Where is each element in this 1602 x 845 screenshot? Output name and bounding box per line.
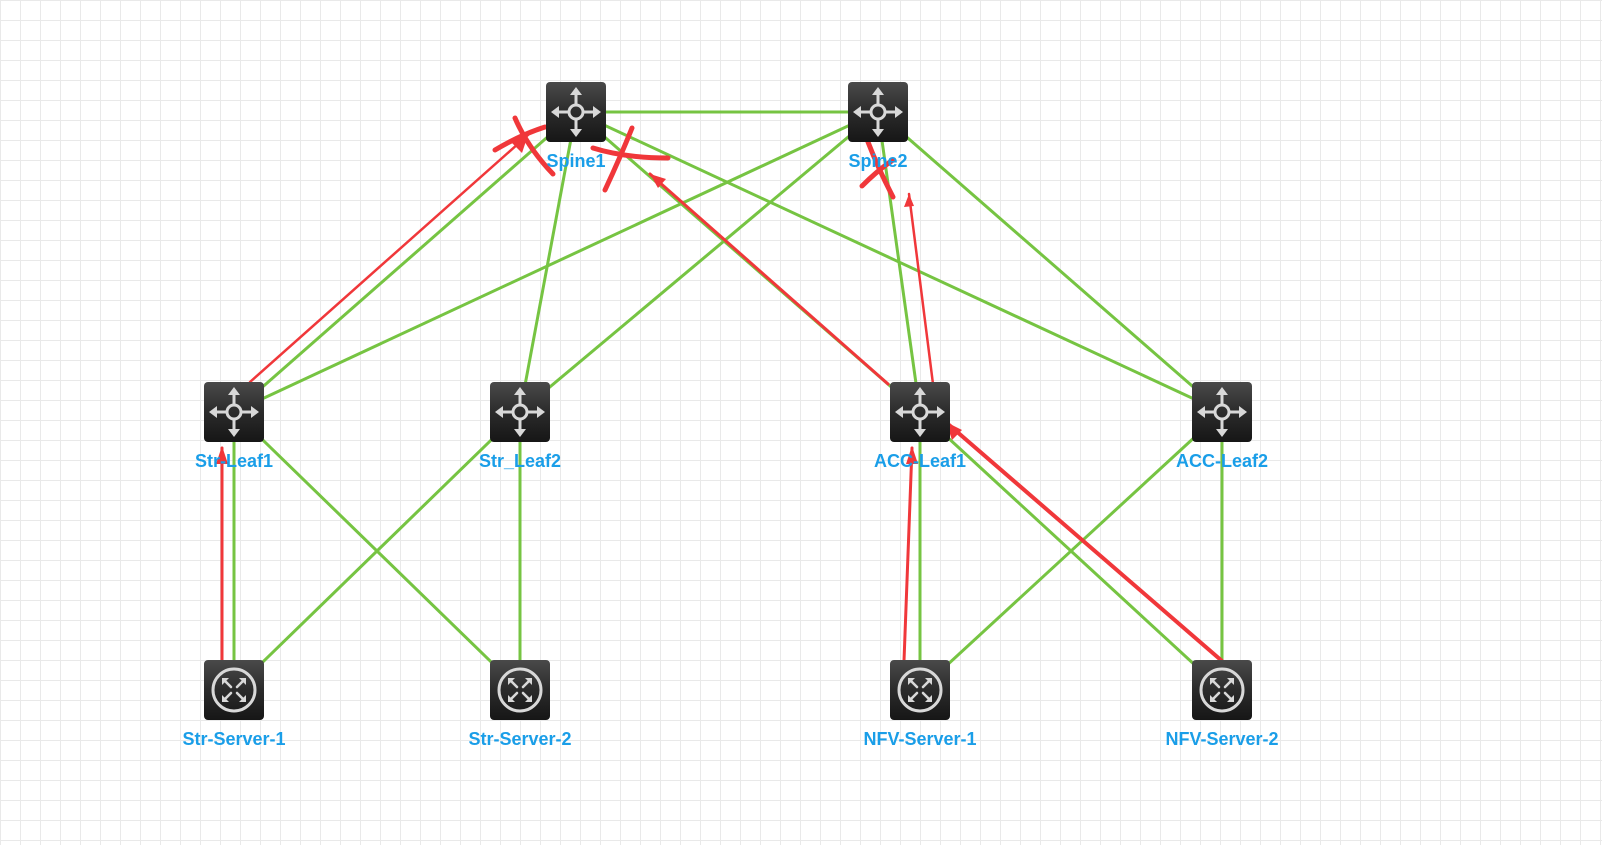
link-str_leaf2-str_server1 bbox=[232, 410, 522, 692]
traffic-arrow bbox=[248, 133, 530, 384]
arrowhead bbox=[906, 446, 918, 464]
failure-x-mark bbox=[602, 125, 635, 193]
arrowhead bbox=[904, 194, 914, 207]
switch-router-icon bbox=[890, 382, 950, 442]
arrowhead bbox=[216, 446, 228, 464]
node-str_leaf2[interactable]: Str_Leaf2 bbox=[479, 382, 561, 471]
switch-router-icon bbox=[1192, 382, 1252, 442]
node-nfv_server1[interactable]: NFV-Server-1 bbox=[863, 660, 977, 749]
traffic-arrow bbox=[648, 172, 890, 386]
node-spine1[interactable]: Spine1 bbox=[546, 82, 606, 171]
server-switch-icon bbox=[204, 660, 264, 720]
node-acc_leaf2[interactable]: ACC-Leaf2 bbox=[1176, 382, 1268, 471]
node-acc_leaf1[interactable]: ACC-Leaf1 bbox=[874, 382, 966, 471]
link-spine1-str_leaf2 bbox=[518, 111, 578, 413]
node-label: Spine1 bbox=[546, 151, 605, 171]
link-spine1-str_leaf1 bbox=[233, 110, 577, 414]
traffic-arrow bbox=[902, 446, 914, 663]
traffic-arrow bbox=[946, 422, 1224, 663]
failure-x-mark bbox=[590, 145, 671, 161]
link-acc_leaf2-nfv_server1 bbox=[918, 410, 1224, 692]
annotation-layer bbox=[216, 115, 1224, 663]
links-layer bbox=[232, 110, 1224, 692]
node-label: NFV-Server-2 bbox=[1165, 729, 1278, 749]
link-spine2-str_leaf1 bbox=[233, 110, 879, 414]
node-str_server1[interactable]: Str-Server-1 bbox=[182, 660, 286, 749]
node-label: Str-Server-2 bbox=[468, 729, 571, 749]
failure-x-mark bbox=[859, 157, 896, 189]
node-nfv_server2[interactable]: NFV-Server-2 bbox=[1165, 660, 1279, 749]
node-label: Str_Leaf2 bbox=[479, 451, 561, 471]
switch-router-icon bbox=[490, 382, 550, 442]
node-spine2[interactable]: Spine2 bbox=[848, 82, 908, 171]
node-label: Str-Leaf1 bbox=[195, 451, 273, 471]
server-switch-icon bbox=[1192, 660, 1252, 720]
failure-x-mark bbox=[512, 115, 556, 177]
server-switch-icon bbox=[490, 660, 550, 720]
link-spine2-acc_leaf2 bbox=[877, 110, 1223, 414]
node-str_leaf1[interactable]: Str-Leaf1 bbox=[195, 382, 273, 471]
node-label: NFV-Server-1 bbox=[863, 729, 976, 749]
switch-router-icon bbox=[848, 82, 908, 142]
switch-router-icon bbox=[546, 82, 606, 142]
node-label: Spine2 bbox=[848, 151, 907, 171]
arrowhead bbox=[512, 135, 528, 153]
arrowhead bbox=[946, 422, 962, 440]
arrowhead bbox=[650, 174, 666, 188]
failure-x-mark bbox=[492, 124, 548, 153]
server-switch-icon bbox=[890, 660, 950, 720]
traffic-arrow bbox=[907, 192, 935, 386]
node-label: Str-Server-1 bbox=[182, 729, 285, 749]
link-spine2-str_leaf2 bbox=[519, 110, 879, 414]
node-str_server2[interactable]: Str-Server-2 bbox=[468, 660, 572, 749]
link-spine2-acc_leaf1 bbox=[876, 111, 922, 413]
switch-router-icon bbox=[204, 382, 264, 442]
node-label: ACC-Leaf1 bbox=[874, 451, 966, 471]
node-label: ACC-Leaf2 bbox=[1176, 451, 1268, 471]
